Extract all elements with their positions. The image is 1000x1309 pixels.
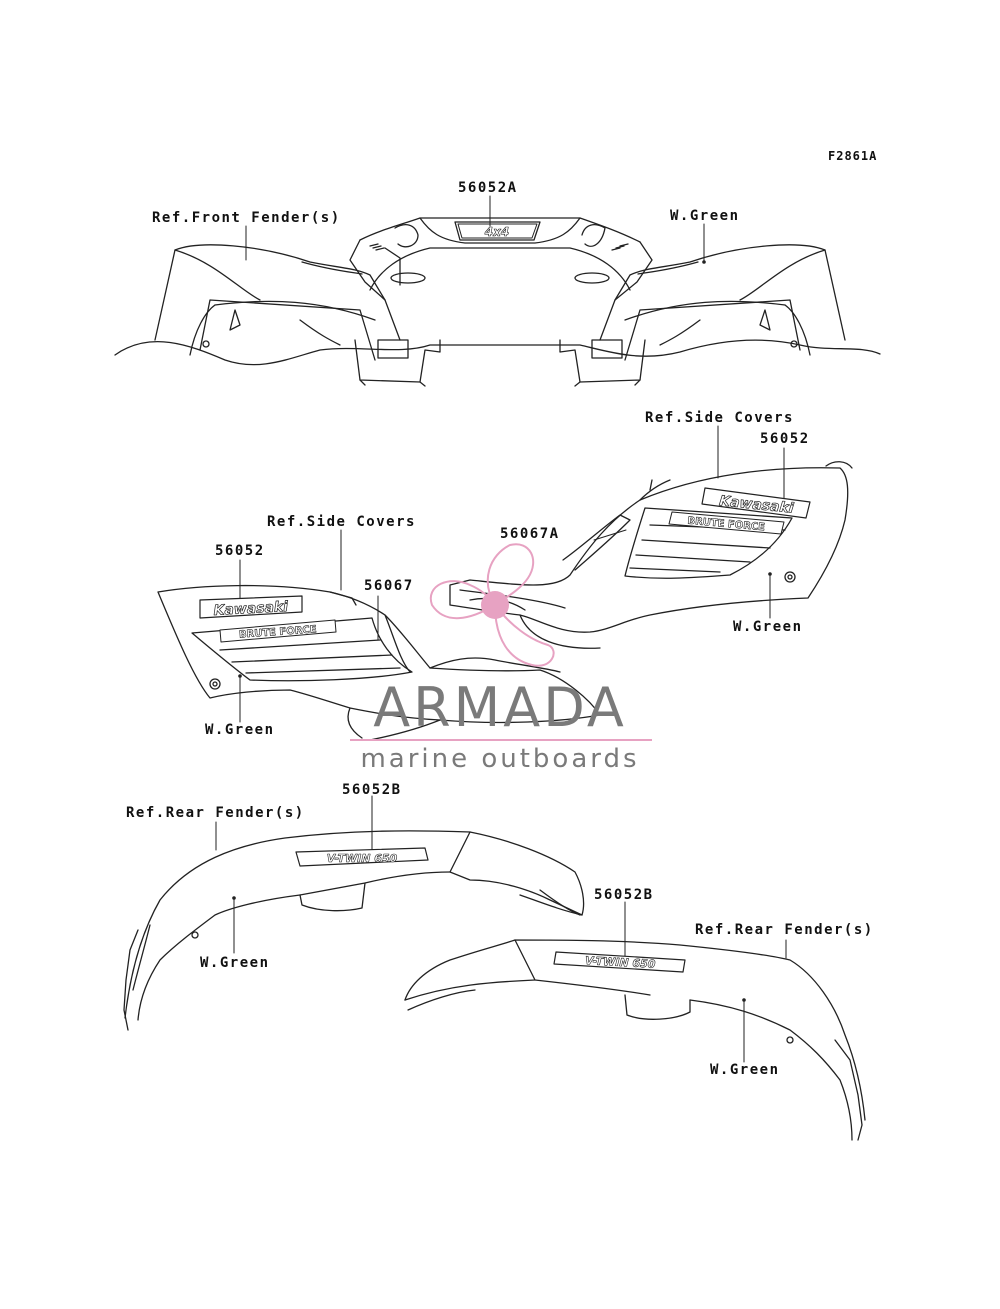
label-rear-left-w-green: W.Green bbox=[200, 955, 270, 971]
label-right-w-green: W.Green bbox=[733, 619, 803, 635]
watermark-title: ARMADA bbox=[348, 676, 652, 739]
label-56052-left: 56052 bbox=[215, 543, 265, 559]
vtwin-decal-right: V-TWIN 650 bbox=[585, 954, 656, 971]
label-56052b-left: 56052B bbox=[342, 782, 402, 798]
label-56052a: 56052A bbox=[458, 180, 518, 196]
label-left-w-green: W.Green bbox=[205, 722, 275, 738]
label-rear-right-w-green: W.Green bbox=[710, 1062, 780, 1078]
label-ref-side-covers-left: Ref.Side Covers bbox=[267, 514, 416, 530]
decal-model-left: BRUTE FORCE bbox=[220, 620, 336, 642]
label-56067a: 56067A bbox=[500, 526, 560, 542]
propeller-logo-icon bbox=[431, 544, 554, 666]
label-56067: 56067 bbox=[364, 578, 414, 594]
decal-engine-right: V-TWIN 650 bbox=[554, 952, 685, 972]
decal-engine-left: V-TWIN 650 bbox=[296, 848, 428, 866]
vtwin-decal-left: V-TWIN 650 bbox=[327, 852, 398, 865]
bruteforce-decal-left: BRUTE FORCE bbox=[239, 624, 318, 640]
kawasaki-decal-left: Kawasaki bbox=[213, 599, 289, 619]
label-56052b-right: 56052B bbox=[594, 887, 654, 903]
watermark-divider bbox=[350, 739, 652, 741]
label-56052-right: 56052 bbox=[760, 431, 810, 447]
decal-model-right: BRUTE FORCE bbox=[669, 512, 784, 534]
decal-brand-left: Kawasaki bbox=[200, 596, 302, 619]
label-front-w-green: W.Green bbox=[670, 208, 740, 224]
label-ref-rear-fender-left: Ref.Rear Fender(s) bbox=[126, 805, 305, 821]
label-ref-rear-fender-right: Ref.Rear Fender(s) bbox=[695, 922, 874, 938]
bruteforce-decal-right: BRUTE FORCE bbox=[687, 516, 766, 534]
front-fender bbox=[115, 218, 880, 386]
figure-code: F2861A bbox=[828, 149, 877, 163]
badge-4x4-text: 4x4 bbox=[484, 225, 509, 239]
watermark-subtitle: marine outboards bbox=[344, 744, 656, 774]
right-rear-fender bbox=[405, 940, 865, 1140]
label-ref-front-fender: Ref.Front Fender(s) bbox=[152, 210, 341, 226]
label-ref-side-covers-right: Ref.Side Covers bbox=[645, 410, 794, 426]
